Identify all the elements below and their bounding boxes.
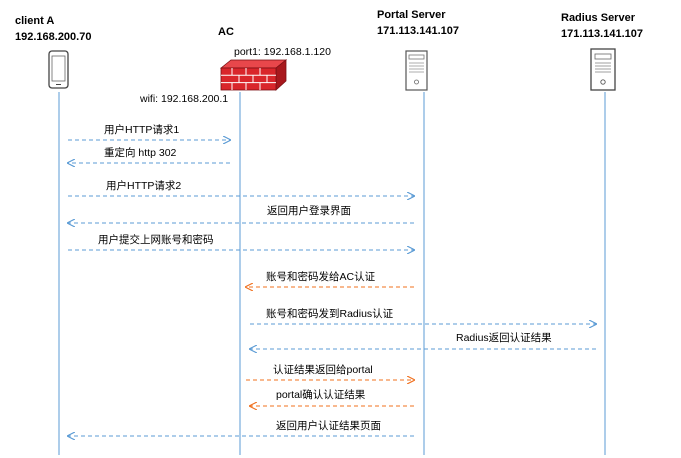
message-label: 账号和密码发到Radius认证 [266, 307, 394, 320]
message-label: 重定向 http 302 [104, 146, 177, 159]
message-4: 返回用户登录界面 [68, 204, 414, 223]
message-label: 返回用户认证结果页面 [276, 419, 381, 432]
message-2: 重定向 http 302 [68, 146, 230, 163]
firewall-icon [219, 59, 288, 91]
radius-server-icon [590, 48, 616, 91]
message-8: Radius返回认证结果 [250, 331, 596, 349]
message-label: Radius返回认证结果 [456, 331, 552, 344]
message-1: 用户HTTP请求1 [68, 123, 230, 140]
phone-icon [48, 50, 69, 89]
message-label: 用户HTTP请求1 [104, 123, 179, 136]
ac-port-label: port1: 192.168.1.120 [234, 46, 331, 58]
radius-name: Radius Server [561, 12, 636, 24]
message-6: 账号和密码发给AC认证 [246, 270, 414, 287]
message-label: portal确认认证结果 [276, 388, 366, 401]
portal-name: Portal Server [377, 9, 446, 21]
message-5: 用户提交上网账号和密码 [68, 233, 414, 250]
message-10: portal确认认证结果 [250, 388, 414, 406]
client-ip: 192.168.200.70 [15, 31, 91, 43]
message-label: 认证结果返回给portal [273, 363, 373, 376]
message-label: 账号和密码发给AC认证 [266, 270, 376, 283]
message-11: 返回用户认证结果页面 [68, 419, 414, 436]
portal-server-icon [405, 50, 428, 91]
ac-wifi-label: wifi: 192.168.200.1 [139, 93, 228, 105]
portal-ip: 171.113.141.107 [377, 25, 459, 37]
message-9: 认证结果返回给portal [246, 363, 414, 380]
message-label: 用户HTTP请求2 [106, 179, 181, 192]
message-label: 用户提交上网账号和密码 [98, 233, 214, 246]
message-7: 账号和密码发到Radius认证 [250, 307, 596, 324]
ac-name: AC [218, 26, 234, 38]
message-3: 用户HTTP请求2 [68, 179, 414, 196]
radius-ip: 171.113.141.107 [561, 28, 643, 40]
message-label: 返回用户登录界面 [267, 204, 351, 217]
client-name: client A [15, 15, 54, 27]
